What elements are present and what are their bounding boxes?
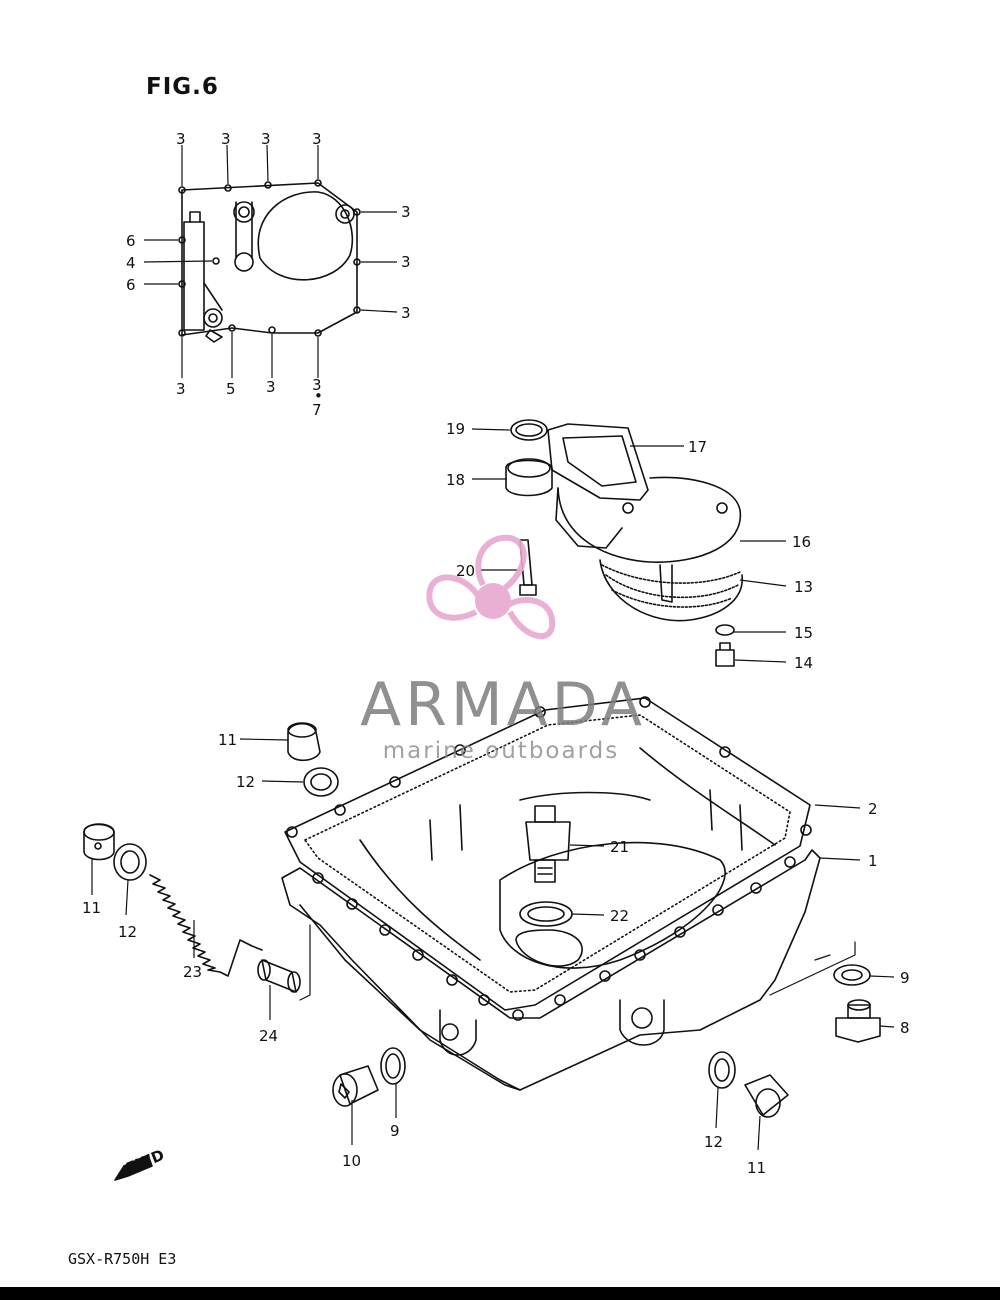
- fwd-label: FWD: [124, 1146, 167, 1177]
- callout-19: 19: [446, 420, 465, 438]
- callout-17: 17: [688, 438, 707, 456]
- callout-11: 11: [218, 731, 237, 749]
- right-plug: [835, 999, 881, 1043]
- oil-pan-bolt-holes: [286, 696, 812, 1021]
- callout-8: 8: [900, 1019, 910, 1037]
- left-plug: [83, 823, 115, 861]
- callout-4: 4: [126, 254, 136, 272]
- gasket-bolt-holes: [178, 179, 361, 337]
- callout-1: 1: [868, 852, 878, 870]
- oil-pan-gasket: [284, 697, 811, 1011]
- callout-13: 13: [794, 578, 813, 596]
- callout-3: 3: [261, 130, 271, 148]
- oil-pressure-switch: [525, 805, 571, 883]
- callout-23: 23: [183, 963, 202, 981]
- armada-propeller-logo: [426, 534, 556, 640]
- callout-9: 9: [390, 1122, 400, 1140]
- model-label: GSX-R750H E3: [68, 1250, 177, 1268]
- callout-3: 3: [312, 376, 322, 394]
- callout-24: 24: [259, 1027, 278, 1045]
- callout-3: 3: [176, 380, 186, 398]
- callout-5: 5: [226, 380, 236, 398]
- oil-pan-body: [281, 747, 821, 1091]
- right-washer: [833, 964, 871, 986]
- clutch-cover-gasket: [181, 182, 358, 343]
- watermark-brand-name: ARMADA: [360, 670, 646, 740]
- callout-12: 12: [236, 773, 255, 791]
- callout-11: 11: [747, 1159, 766, 1177]
- watermark-tagline: marine outboards: [382, 738, 620, 764]
- callout-10: 10: [342, 1152, 361, 1170]
- callout-7: 7: [312, 401, 322, 419]
- fwd-arrow-icon: [114, 1154, 153, 1181]
- callout-12: 12: [118, 923, 137, 941]
- upper-gasket: [303, 767, 339, 797]
- callout-21: 21: [610, 838, 629, 856]
- callout-dot: •: [314, 387, 323, 405]
- assembly-guide-lines: [299, 924, 856, 1001]
- callout-9: 9: [900, 969, 910, 987]
- switch-gasket: [519, 901, 573, 927]
- callout-3: 3: [176, 130, 186, 148]
- callout-3: 3: [401, 253, 411, 271]
- callout-3: 3: [221, 130, 231, 148]
- relief-spring: [149, 874, 263, 977]
- callout-12: 12: [704, 1133, 723, 1151]
- drain-plug: [332, 1065, 379, 1107]
- lower-right-gasket: [708, 1051, 736, 1089]
- oil-strainer-group: [505, 419, 743, 667]
- callout-2: 2: [868, 800, 878, 818]
- left-gasket: [113, 843, 147, 881]
- callout-6: 6: [126, 232, 136, 250]
- upper-plug: [287, 722, 321, 762]
- callout-3: 3: [401, 203, 411, 221]
- leader-lines: [91, 144, 895, 1151]
- callout-6: 6: [126, 276, 136, 294]
- callout-18: 18: [446, 471, 465, 489]
- callout-16: 16: [792, 533, 811, 551]
- lower-right-plug: [744, 1074, 789, 1118]
- drain-washer: [380, 1047, 406, 1085]
- callout-20: 20: [456, 562, 475, 580]
- callout-15: 15: [794, 624, 813, 642]
- callout-11: 11: [82, 899, 101, 917]
- callout-3: 3: [401, 304, 411, 322]
- bottom-bar: [0, 1287, 1000, 1300]
- callout-14: 14: [794, 654, 813, 672]
- callout-3: 3: [266, 378, 276, 396]
- callout-22: 22: [610, 907, 629, 925]
- figure-title: FIG.6: [146, 74, 219, 100]
- relief-valve: [257, 959, 301, 993]
- callout-3: 3: [312, 130, 322, 148]
